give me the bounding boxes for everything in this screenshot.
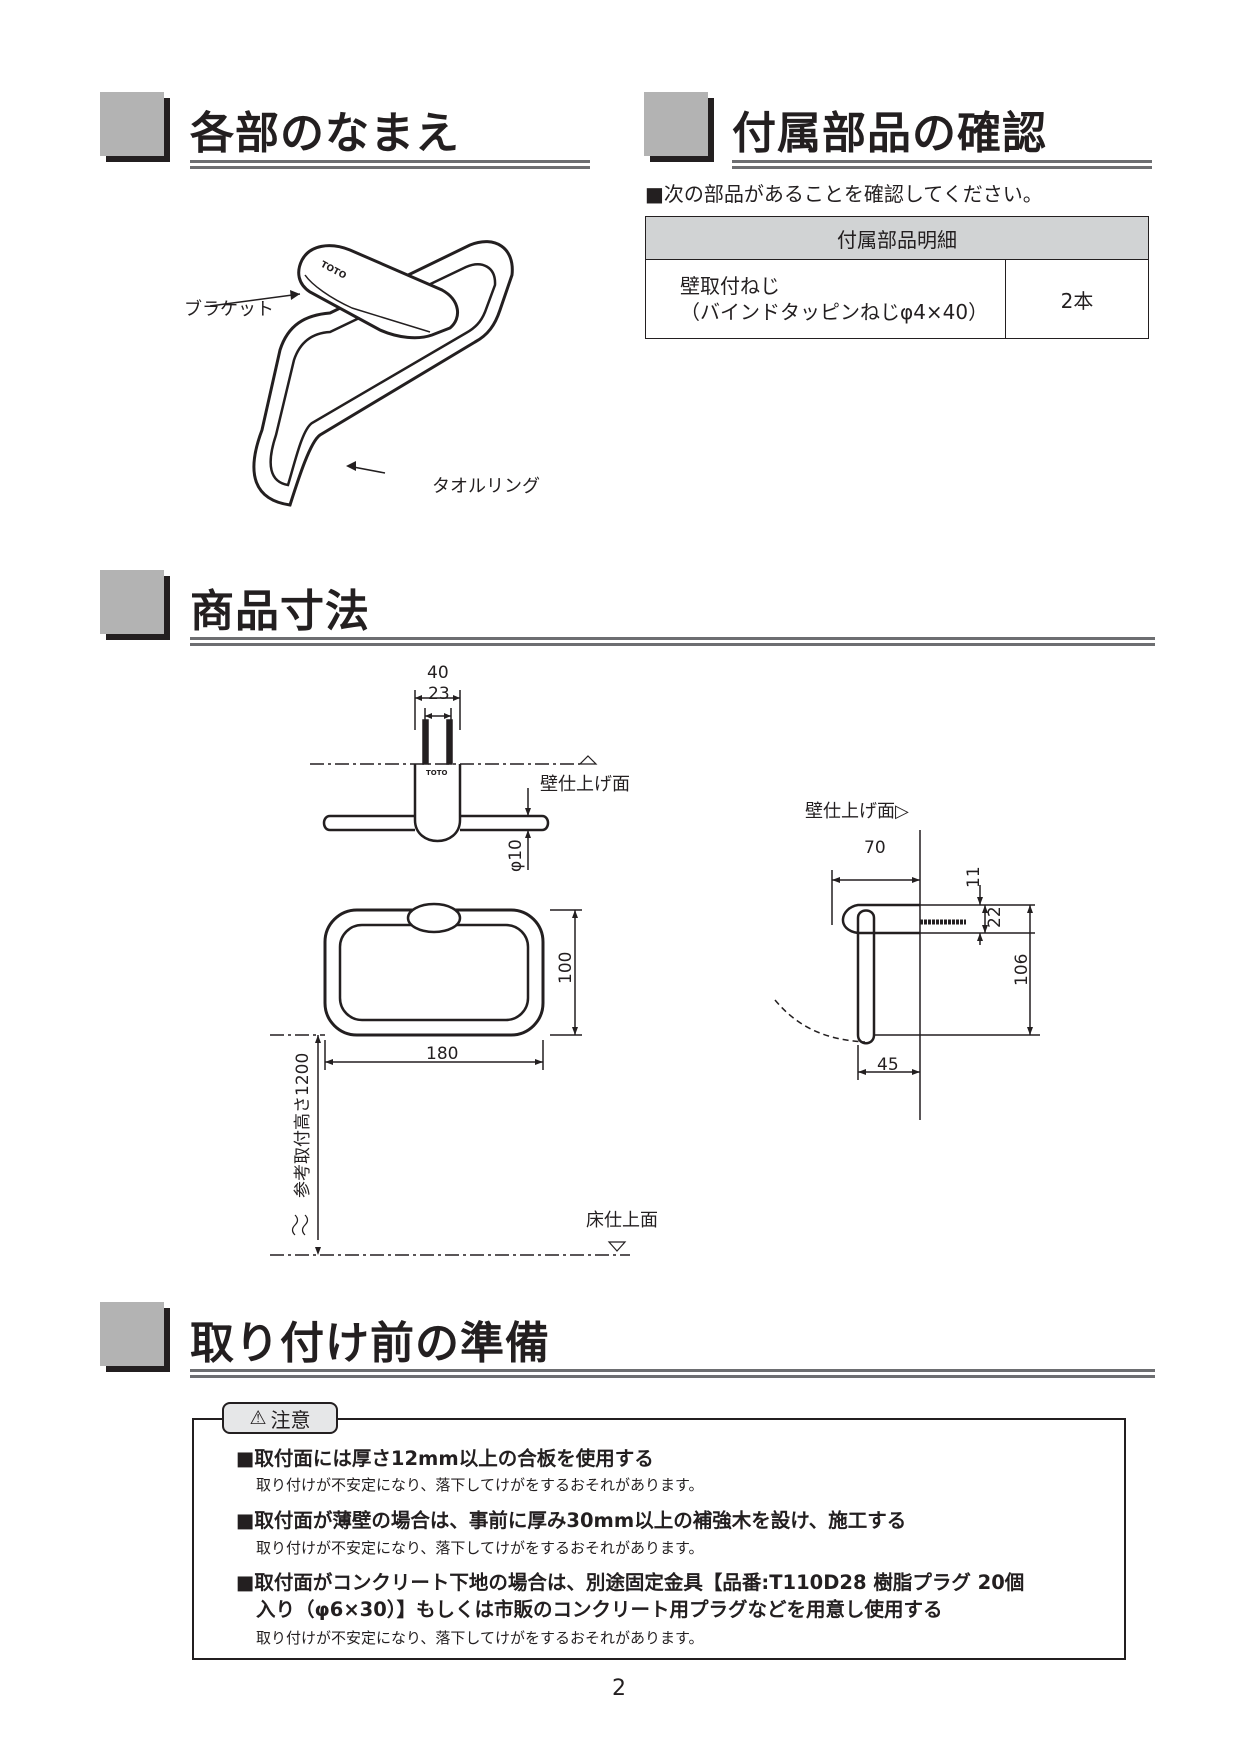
dim-11: 11 [964, 866, 984, 888]
dim-180: 180 [426, 1044, 459, 1064]
part-quantity: 2本 [1005, 259, 1149, 339]
caution-tag-label: 注意 [270, 1407, 311, 1432]
caution-item-2-sub: 取り付けが不安定になり、落下してけがをするおそれがあります。 [256, 1539, 704, 1557]
section-title-preparation: 取り付け前の準備 [190, 1318, 550, 1369]
label-reference-height: 参考取付高さ1200 [293, 1052, 313, 1198]
warning-icon: ⚠ [249, 1407, 267, 1429]
label-bracket: ブラケット [184, 299, 274, 320]
caution-item-1-head: ■取付面には厚さ12mm以上の合板を使用する [236, 1447, 654, 1470]
dim-23: 23 [428, 684, 450, 704]
caution-item-3-head: ■取付面がコンクリート下地の場合は、別途固定金具【品番:T110D28 樹脂プラ… [236, 1571, 1025, 1594]
table-row: 壁取付ねじ （バインドタッピンねじφ4×40） 2本 [645, 259, 1149, 339]
dim-phi10: φ10 [506, 839, 526, 872]
section-marker-names [100, 92, 164, 156]
section-marker-preparation [100, 1302, 164, 1366]
dim-100: 100 [556, 951, 576, 984]
label-wall-finish: 壁仕上げ面 [540, 774, 630, 795]
section-rule-parts [732, 160, 1152, 169]
caution-item-2-head: ■取付面が薄壁の場合は、事前に厚み30mm以上の補強木を設け、施工する [236, 1509, 907, 1532]
dim-45: 45 [877, 1055, 899, 1075]
section-rule-preparation [190, 1369, 1155, 1378]
section-title-parts: 付属部品の確認 [732, 108, 1047, 159]
caution-item-3-sub: 取り付けが不安定になり、落下してけがをするおそれがあります。 [256, 1629, 704, 1647]
dim-70: 70 [864, 838, 886, 858]
section-marker-dimensions [100, 570, 164, 634]
parts-illustration: TOTO [209, 240, 514, 507]
section-rule-names [190, 160, 590, 169]
parts-note: ■次の部品があることを確認してください。 [645, 182, 1043, 206]
section-title-names: 各部のなまえ [190, 108, 460, 159]
brand-mark-top-view: TOTO [426, 769, 448, 777]
part-name-line1: 壁取付ねじ [680, 274, 780, 298]
label-towel-ring: タオルリング [432, 476, 540, 497]
parts-table: 付属部品明細 壁取付ねじ （バインドタッピンねじφ4×40） 2本 [645, 216, 1149, 339]
section-rule-dimensions [190, 637, 1155, 646]
caution-item-1-sub: 取り付けが不安定になり、落下してけがをするおそれがあります。 [256, 1476, 704, 1494]
dim-22: 22 [985, 906, 1005, 928]
dim-106: 106 [1012, 953, 1032, 986]
label-wall-finish-side: 壁仕上げ面▷ [805, 801, 909, 822]
parts-table-header: 付属部品明細 [645, 216, 1149, 260]
part-name-line2: （バインドタッピンねじφ4×40） [680, 300, 989, 324]
part-name: 壁取付ねじ （バインドタッピンねじφ4×40） [645, 259, 1006, 339]
dimension-drawing-front: TOTO [270, 690, 630, 1256]
section-title-dimensions: 商品寸法 [190, 586, 370, 637]
label-floor-finish: 床仕上面 [586, 1210, 658, 1231]
caution-box [192, 1418, 1126, 1660]
page-number: 2 [612, 1676, 626, 1701]
dim-40: 40 [427, 663, 449, 683]
dimension-drawing-side [774, 830, 1040, 1120]
caution-tag: ⚠ 注意 [222, 1402, 338, 1434]
caution-item-3-head-cont: 入り（φ6×30）】もしくは市販のコンクリート用プラグなどを用意し使用する [256, 1598, 943, 1621]
section-marker-parts [644, 92, 708, 156]
